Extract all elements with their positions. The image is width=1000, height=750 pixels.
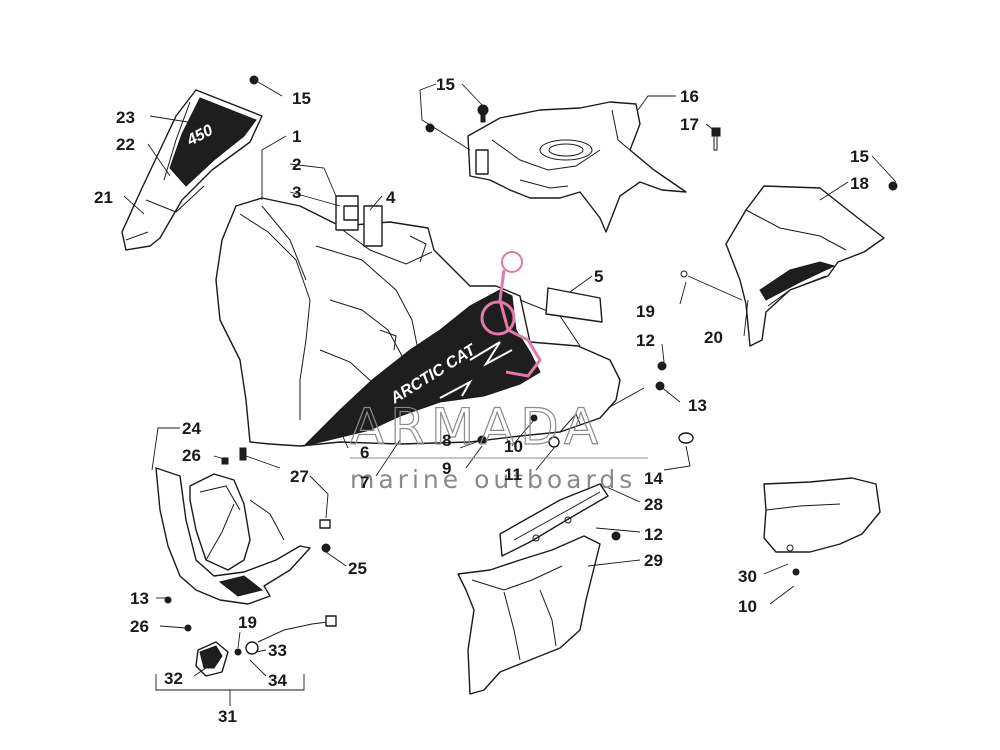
- callout-13b: 13: [130, 589, 149, 608]
- callout-2: 2: [292, 155, 301, 174]
- watermark-accent-ring: [501, 251, 523, 273]
- headlight-assembly-part: [195, 615, 337, 677]
- callout-12a: 12: [636, 331, 655, 350]
- headlight-bezel-part: [155, 467, 311, 605]
- callout-34: 34: [268, 671, 287, 690]
- callout-9: 9: [442, 459, 451, 478]
- leader-lines: [123, 81, 897, 706]
- callout-1: 1: [292, 127, 301, 146]
- callout-7: 7: [360, 473, 369, 492]
- callout-10a: 10: [504, 437, 523, 456]
- front-visor-part: 450: [121, 89, 263, 251]
- callout-4: 4: [386, 188, 396, 207]
- callout-17: 17: [680, 115, 699, 134]
- hardware-fasteners: [164, 75, 898, 656]
- callout-33: 33: [268, 641, 287, 660]
- callout-32: 32: [164, 669, 183, 688]
- callout-19a: 19: [636, 302, 655, 321]
- callout-18: 18: [850, 174, 869, 193]
- front-fender-part: ARCTIC CAT: [215, 197, 621, 447]
- splash-guard-28-part: [499, 483, 609, 557]
- callout-15c: 15: [850, 147, 869, 166]
- callout-25: 25: [348, 559, 367, 578]
- rear-tank-cover-part: [467, 101, 687, 233]
- callout-15b: 15: [436, 75, 455, 94]
- callout-29: 29: [644, 551, 663, 570]
- callout-15a: 15: [292, 89, 311, 108]
- callout-26b: 26: [130, 617, 149, 636]
- callout-12b: 12: [644, 525, 663, 544]
- callout-22: 22: [116, 135, 135, 154]
- callout-6: 6: [360, 443, 369, 462]
- callout-20: 20: [704, 328, 723, 347]
- callout-21: 21: [94, 188, 113, 207]
- watermark-main-text: ARMADA: [350, 398, 604, 456]
- callout-19b: 19: [238, 613, 257, 632]
- callout-16: 16: [680, 87, 699, 106]
- callout-labels: 15 23 22 21 1 2 3 4 5 15 16 17 15 18 19 …: [94, 75, 869, 726]
- callout-8: 8: [442, 431, 451, 450]
- watermark: ARMADA marine outboards: [349, 251, 648, 494]
- callout-30: 30: [738, 567, 757, 586]
- callout-11: 11: [504, 465, 522, 484]
- callout-5: 5: [594, 267, 603, 286]
- splash-guard-29-part: [457, 535, 601, 695]
- callout-24: 24: [182, 419, 201, 438]
- callout-3: 3: [292, 183, 301, 202]
- callout-28: 28: [644, 495, 663, 514]
- callout-14: 14: [644, 469, 663, 488]
- watermark-sub-text: marine outboards: [350, 465, 636, 494]
- callout-27: 27: [290, 467, 309, 486]
- decal-sheets: [335, 195, 603, 323]
- rear-side-cover-part: [763, 477, 881, 553]
- callout-13a: 13: [688, 396, 707, 415]
- callout-10b: 10: [738, 597, 757, 616]
- right-side-panel-part: [725, 185, 885, 347]
- callout-26a: 26: [182, 446, 201, 465]
- callout-23: 23: [116, 108, 135, 127]
- callout-31: 31: [218, 707, 237, 726]
